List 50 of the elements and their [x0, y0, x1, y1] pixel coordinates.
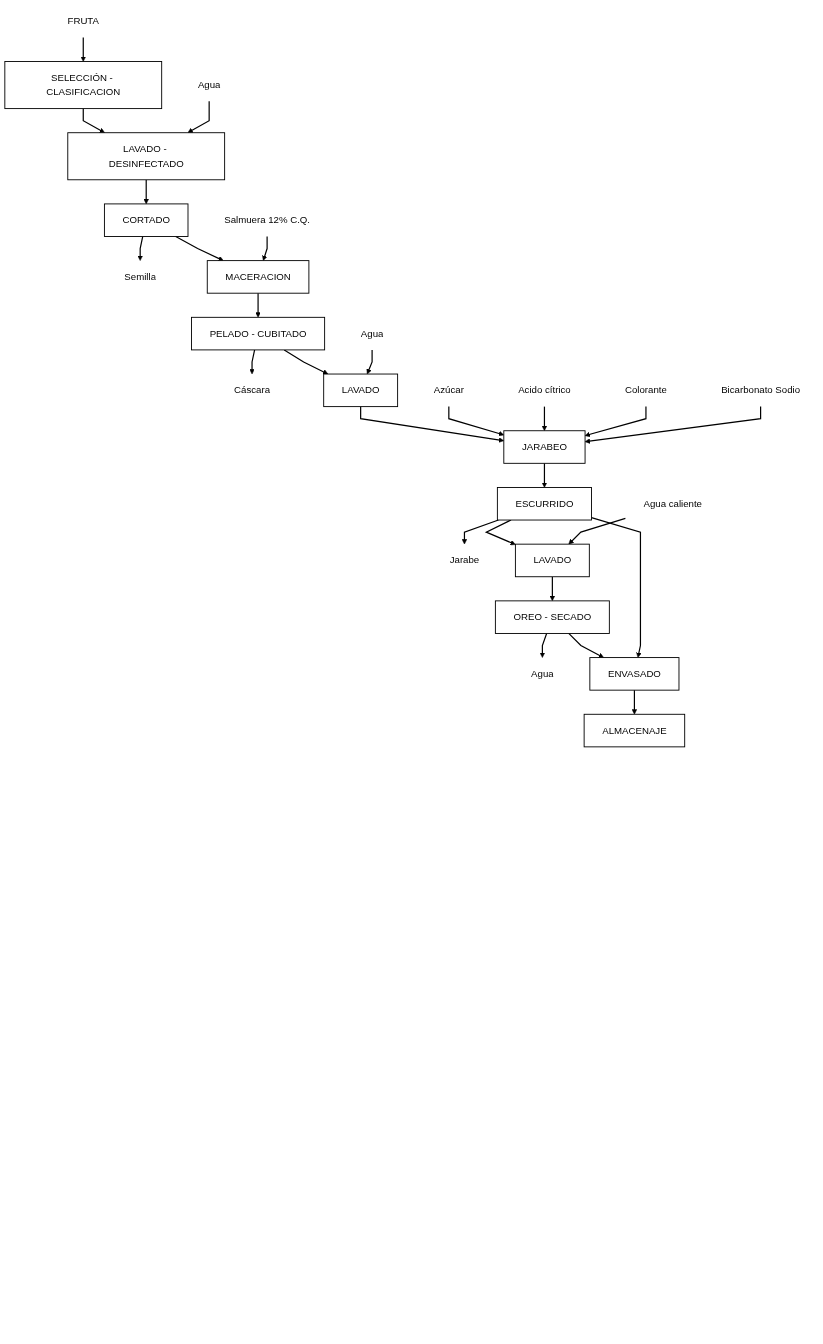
arrow — [584, 406, 762, 444]
arrow — [143, 179, 149, 205]
arrow — [366, 349, 373, 375]
node-text: Acido cítrico — [518, 384, 571, 396]
arrow — [137, 235, 144, 261]
arrow — [255, 292, 261, 318]
arrow — [175, 235, 224, 261]
arrow — [262, 235, 268, 261]
arrow — [80, 36, 86, 62]
arrow — [484, 519, 516, 546]
node-text: Agua — [360, 328, 384, 339]
node-box: JARABEO — [503, 430, 586, 464]
arrow — [249, 349, 256, 375]
arrow — [541, 406, 548, 431]
arrow — [82, 108, 105, 133]
node-text: FRUTA — [67, 15, 99, 26]
arrow — [568, 517, 626, 545]
arrow — [187, 100, 210, 133]
node-text: Jarabe — [449, 555, 480, 566]
arrow — [283, 349, 329, 375]
arrow — [461, 519, 500, 545]
node-box: ESCURRIDO — [496, 487, 592, 521]
node-text: Salmuera 12% C.Q. — [224, 214, 311, 226]
node-text: Bicarbonato Sodio — [721, 384, 801, 396]
arrow — [448, 406, 505, 437]
node-text: Cáscara — [234, 384, 271, 396]
arrow — [584, 406, 647, 437]
node-text: Azúcar — [433, 384, 464, 396]
arrow — [360, 406, 505, 443]
node-box: MACERACION — [206, 260, 310, 294]
node-box: CORTADO — [103, 203, 189, 237]
node-box: LAVADO — [514, 543, 590, 578]
arrow — [549, 576, 555, 602]
node-text: Semilla — [124, 271, 156, 282]
node-box: ALMACENAJE — [583, 713, 686, 748]
node-text: Colorante — [625, 384, 667, 396]
arrow — [590, 517, 642, 658]
arrow — [539, 632, 548, 658]
node-box: ENVASADO — [589, 657, 680, 691]
arrow — [631, 689, 638, 715]
arrow — [568, 632, 604, 658]
node-box: SELECCIÓN - CLASIFICACION — [4, 61, 163, 110]
node-box: OREO - SECADO — [494, 600, 610, 634]
node-text: Agua caliente — [643, 498, 702, 509]
node-box: LAVADO — [323, 373, 399, 408]
node-box: LAVADO - DESINFECTADO — [67, 132, 226, 181]
node-text: Agua — [197, 79, 221, 90]
node-box: PELADO - CUBITADO — [191, 316, 326, 351]
arrow — [541, 462, 548, 488]
node-text: Agua — [531, 668, 554, 679]
